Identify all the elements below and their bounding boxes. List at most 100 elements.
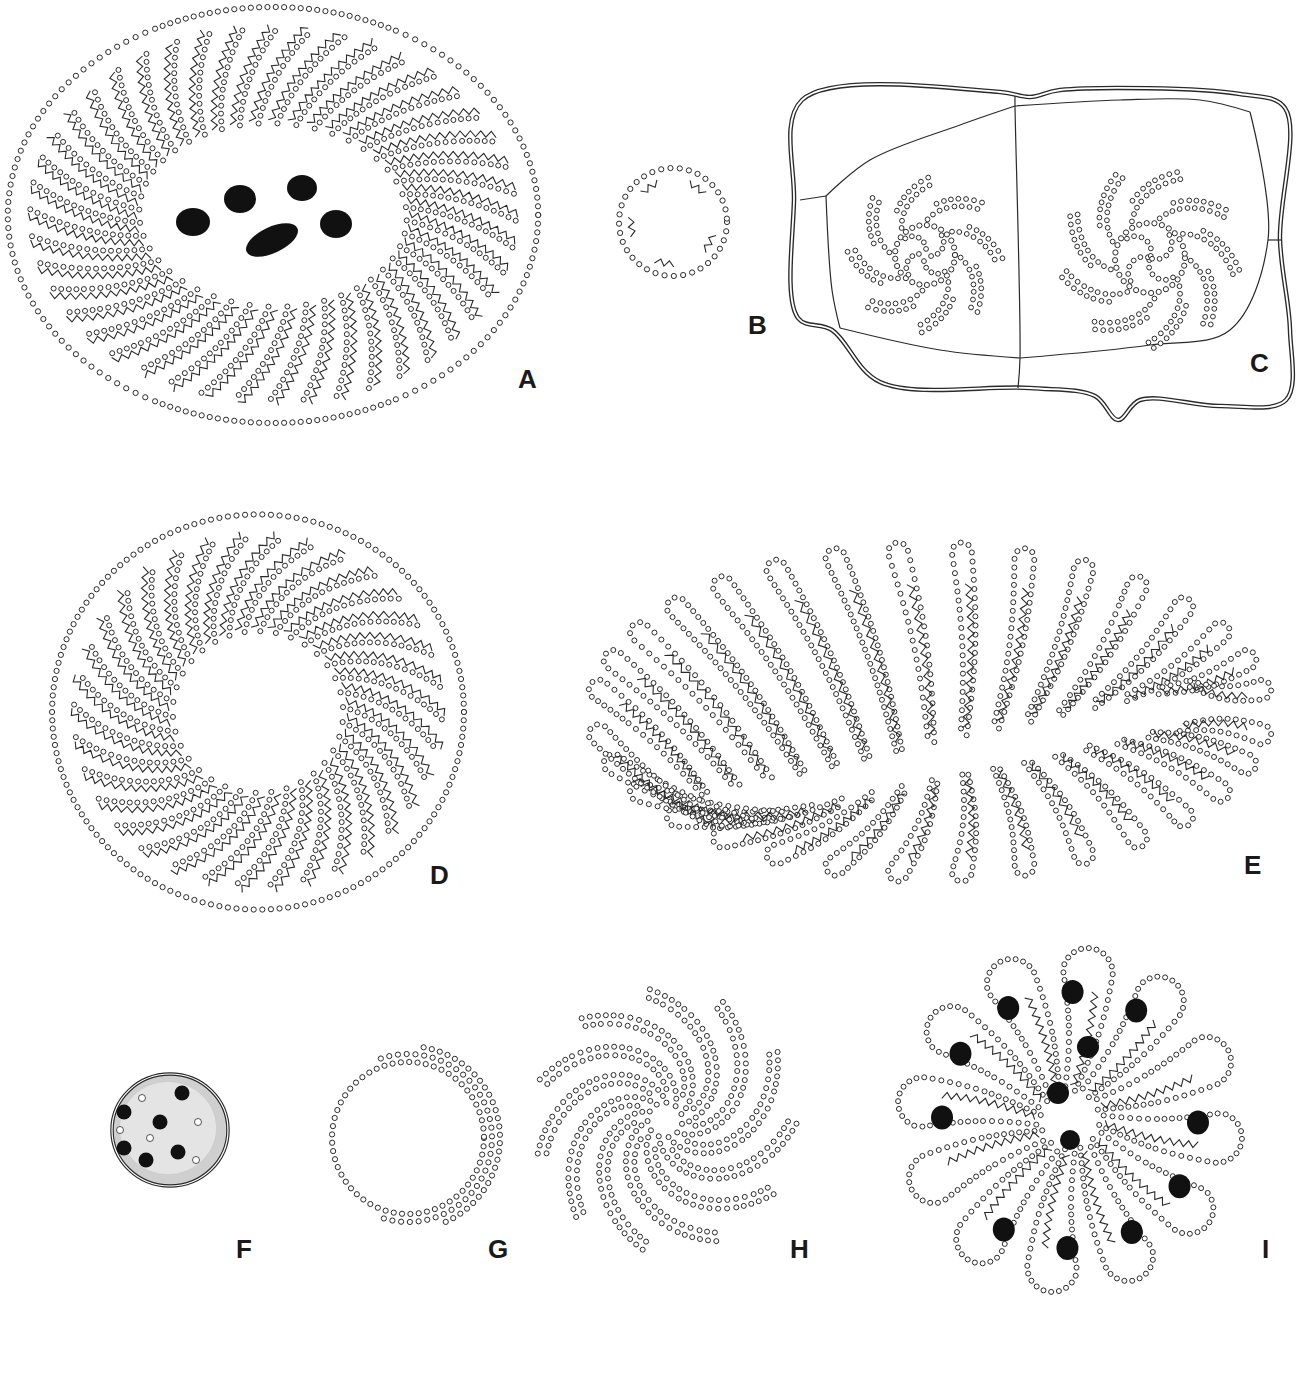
pore-dots — [426, 208, 431, 213]
pore-dots — [535, 195, 540, 200]
pore-dots — [439, 159, 444, 164]
pore-dots — [465, 243, 470, 248]
pore-dots — [360, 107, 365, 112]
pore-dots — [303, 575, 308, 580]
pore-dots — [1097, 215, 1102, 220]
pore-dots — [296, 580, 301, 585]
pore-dots — [317, 832, 322, 837]
pore-dots — [366, 323, 371, 328]
pore-dots — [5, 208, 10, 213]
pore-dots — [161, 330, 166, 335]
pore-dots — [142, 702, 147, 707]
pore-dots — [144, 51, 149, 56]
pore-dots — [903, 229, 908, 234]
pore-dots — [429, 652, 434, 657]
pore-dots — [298, 818, 303, 823]
pore-dots — [369, 697, 374, 702]
pore-dots — [1099, 200, 1104, 205]
pore-dots — [380, 298, 385, 303]
pore-dots — [69, 265, 74, 270]
pore-dots — [439, 717, 444, 722]
pore-dots — [1172, 231, 1177, 236]
pore-dots — [61, 243, 66, 248]
pore-dots — [150, 601, 155, 606]
pore-dots — [1194, 264, 1199, 269]
pore-dots — [1093, 327, 1098, 332]
pore-dots — [268, 396, 273, 401]
pore-dots — [431, 74, 436, 79]
pore-dots — [122, 282, 127, 287]
pore-dots — [271, 574, 276, 579]
pore-dots — [414, 761, 419, 766]
pore-dots — [313, 62, 318, 67]
pore-dots — [109, 327, 114, 332]
pore-dots — [155, 743, 160, 748]
pore-dots — [399, 643, 404, 648]
pore-dots — [483, 229, 488, 234]
pore-dots — [334, 74, 339, 79]
pore-dots — [97, 172, 102, 177]
pore-dots — [362, 834, 367, 839]
pore-dots — [463, 268, 468, 273]
pore-dots — [106, 118, 111, 123]
pore-dots — [269, 789, 274, 794]
pore-dots — [344, 324, 349, 329]
pore-dots — [1170, 282, 1175, 287]
pore-dots — [534, 238, 539, 243]
pore-dots — [1130, 177, 1183, 224]
pore-dots — [422, 288, 427, 293]
pore-dots — [1220, 242, 1225, 247]
pore-dots — [941, 239, 946, 244]
pore-dots — [59, 338, 64, 343]
pore-dots — [232, 7, 237, 12]
pore-dots — [85, 681, 90, 686]
pore-dots — [273, 832, 278, 837]
pore-dots — [266, 845, 271, 850]
pore-dots — [451, 288, 456, 293]
pore-dots — [996, 249, 1001, 254]
pore-dots — [1082, 284, 1087, 289]
pore-dots — [1214, 246, 1219, 251]
pore-dots — [1171, 275, 1176, 280]
pore-dots — [1215, 211, 1220, 216]
pore-dots — [130, 219, 135, 224]
pore-dots — [394, 111, 399, 116]
pore-dots — [115, 381, 120, 386]
pore-dots — [45, 262, 50, 267]
pore-dots — [369, 347, 374, 352]
pore-dots — [1228, 265, 1233, 270]
pore-dots — [334, 859, 339, 864]
pore-dots — [160, 402, 165, 407]
pore-dots — [335, 789, 340, 794]
pore-dots — [483, 255, 488, 260]
pore-dots — [387, 662, 392, 667]
pore-dots — [401, 178, 406, 183]
pore-dots — [275, 35, 347, 126]
pore-dots — [124, 757, 129, 762]
pore-dots — [293, 86, 298, 91]
pore-dots — [348, 744, 353, 749]
pore-dots — [394, 179, 399, 184]
pore-dots — [167, 796, 172, 801]
pore-dots — [211, 380, 216, 385]
pore-dots — [45, 239, 50, 244]
pore-dots — [1156, 276, 1161, 281]
pore-dots — [1083, 257, 1088, 262]
pore-dots — [154, 624, 159, 629]
pore-dots — [353, 133, 358, 138]
pore-dots — [421, 649, 426, 654]
pore-dots — [399, 742, 404, 747]
pore-dots — [266, 304, 271, 309]
pore-dots — [407, 271, 412, 276]
pore-dots — [1086, 248, 1091, 253]
pore-dots — [970, 274, 975, 279]
pore-dots — [332, 866, 337, 871]
pore-dots — [1099, 320, 1104, 325]
pore-dots — [1169, 240, 1174, 245]
pore-dots — [958, 255, 976, 310]
pore-dots — [386, 114, 391, 119]
pore-dots — [53, 94, 58, 99]
pore-dots — [871, 241, 876, 246]
pore-dots — [266, 91, 271, 96]
pore-dots — [1144, 193, 1149, 198]
